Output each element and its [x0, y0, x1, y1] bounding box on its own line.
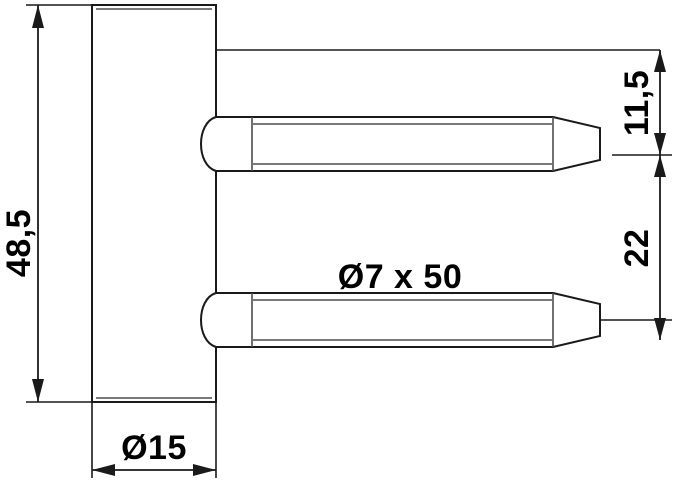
arrowhead-down-48-5	[32, 379, 44, 402]
arrowhead-right-diameter-15	[193, 464, 216, 476]
arrowhead-up-48-5	[32, 5, 44, 28]
upper-pin	[200, 116, 601, 172]
dimension-pin-spacing: 22	[618, 155, 666, 340]
arrowhead-down-22	[654, 318, 666, 340]
arrowhead-down-11-5	[654, 133, 666, 155]
plate-body	[91, 4, 217, 403]
dimension-label-11-5: 11,5	[618, 70, 656, 136]
dimension-pin-upper-offset: 11,5	[618, 50, 666, 155]
dimension-label-22: 22	[618, 229, 656, 268]
lower-pin	[200, 292, 601, 348]
hinge-plate	[91, 4, 217, 403]
arrowhead-up-11-5	[654, 50, 666, 72]
lower-pin-body	[200, 292, 601, 348]
dimension-plate-width: Ø15	[92, 429, 216, 476]
dimension-overall-height: 48,5	[0, 5, 44, 402]
label-pin-specification: Ø7 x 50	[338, 258, 462, 296]
dimension-label-48-5: 48,5	[0, 209, 38, 277]
dimension-label-diameter-15: Ø15	[121, 429, 187, 467]
upper-pin-body	[200, 116, 601, 172]
arrowhead-up-22	[654, 155, 666, 177]
arrowhead-left-diameter-15	[92, 464, 115, 476]
